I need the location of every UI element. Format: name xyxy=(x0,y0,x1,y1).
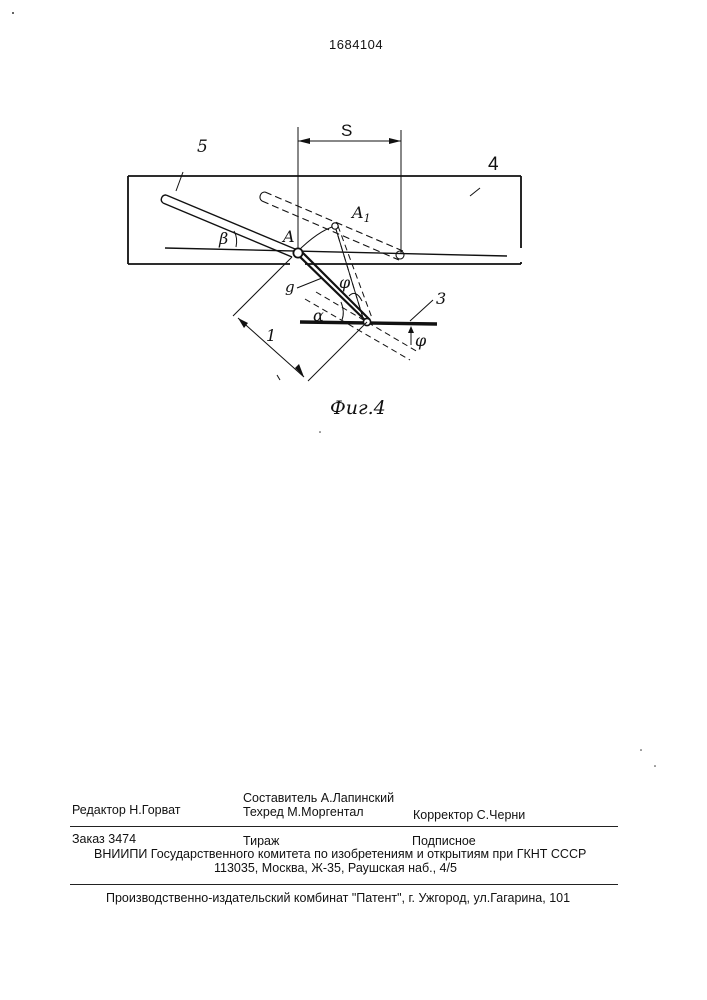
divider-bottom xyxy=(70,884,618,885)
pivot-a xyxy=(293,248,302,257)
phi-arrow xyxy=(408,326,414,345)
label-phi-upper: φ xyxy=(339,273,351,292)
label-a: A xyxy=(281,227,295,246)
label-phi-lower: φ xyxy=(415,331,427,350)
imprint-organization: ВНИИПИ Государственного комитета по изоб… xyxy=(94,847,586,861)
imprint-circulation: Тираж xyxy=(243,834,279,848)
label-g: g xyxy=(285,278,295,296)
label-5: 5 xyxy=(197,137,208,157)
figure-caption: Фиг.4 xyxy=(330,397,386,419)
imprint-corrector: Корректор С.Черни xyxy=(413,808,525,822)
label-beta: β xyxy=(218,229,228,248)
imprint-address: 113035, Москва, Ж-35, Раушская наб., 4/5 xyxy=(214,861,457,875)
imprint-tech-editor: Техред М.Моргентал xyxy=(243,805,364,819)
frame-member-4 xyxy=(128,176,521,264)
imprint-compiler: Составитель А.Лапинский xyxy=(243,791,394,805)
dimension-s xyxy=(298,127,401,254)
pivot-a1 xyxy=(332,223,338,229)
label-s: S xyxy=(341,121,352,140)
imprint-subscription: Подписное xyxy=(412,834,476,848)
imprint-publisher: Производственно-издательский комбинат "П… xyxy=(106,891,570,905)
imprint-editor: Редактор Н.Горват xyxy=(72,803,181,817)
reference-line xyxy=(165,248,507,256)
imprint-order: Заказ 3474 xyxy=(72,832,136,846)
label-a1: A1 xyxy=(350,203,371,225)
divider-top xyxy=(70,826,618,827)
scan-specks xyxy=(12,12,656,767)
link-g xyxy=(296,251,370,323)
label-length-1: 1 xyxy=(266,326,276,345)
label-alpha: α xyxy=(313,306,324,325)
label-4: 4 xyxy=(488,154,499,175)
label-3: 3 xyxy=(436,289,446,308)
